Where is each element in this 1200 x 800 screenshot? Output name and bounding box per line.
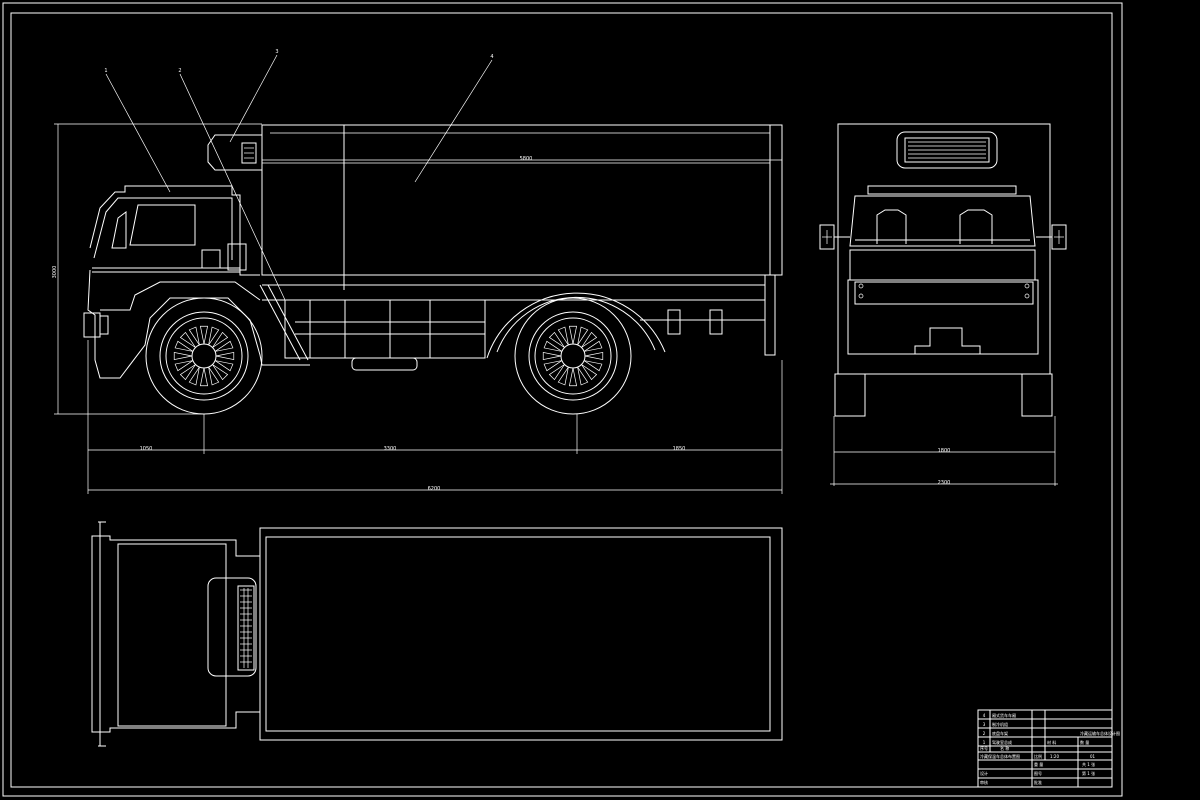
leader-line-1 (105, 73, 171, 193)
cab-side (89, 185, 260, 276)
wheel-spoke (214, 340, 234, 352)
sheet-no: 第 1 张 (1082, 770, 1095, 776)
wheel-spoke (199, 367, 209, 387)
wheel-spoke (581, 364, 598, 381)
wheel-spoke (543, 340, 563, 352)
wheel-spoke (583, 340, 603, 352)
drawing-code: 01 (1090, 754, 1096, 759)
dim-rear-overhang: 1850 (673, 446, 686, 452)
part-name-2: 底盘车架 (992, 730, 1008, 736)
school-label: 图号 (1034, 770, 1042, 776)
headlight (83, 312, 101, 338)
part-name-3: 制冷机组 (992, 721, 1008, 727)
balloon-2: 2 (178, 68, 181, 74)
wheel-spoke (199, 325, 209, 345)
leader-line-4 (414, 59, 493, 183)
cab-top (91, 535, 261, 733)
cargo-box-side (261, 124, 783, 276)
dim-front-overhang: 1050 (140, 446, 153, 452)
wheel-spoke (188, 366, 200, 386)
weight-label: 重 量 (1034, 761, 1043, 767)
wheel-spoke (208, 366, 220, 386)
qty-label: 数 量 (1080, 739, 1089, 745)
wheel-spoke (214, 360, 234, 372)
part-no-4: 4 (983, 713, 986, 718)
dim-track: 1800 (938, 448, 951, 454)
wheel-spoke (173, 351, 193, 361)
inner-border (10, 12, 1113, 788)
part-header-name: 名 称 (1000, 745, 1009, 751)
rear-box-outline (837, 123, 1051, 375)
outer-border (2, 2, 1123, 797)
wheel-spoke (584, 351, 604, 361)
side-view: 1 2 3 4 3000 5800 1050 3300 1850 6200 (52, 49, 783, 494)
drawing-name: 冷藏保温车总体布置图 (980, 753, 1020, 759)
sheet-label: 共 1 张 (1082, 761, 1095, 767)
fuel-tank (351, 357, 418, 371)
rear-tire-left (834, 373, 866, 417)
chassis-frame (284, 299, 486, 359)
cargo-box-top (259, 527, 783, 741)
part-name-4: 厢式货车车厢 (992, 712, 1016, 718)
wheel-spoke (581, 331, 598, 348)
top-view (91, 521, 783, 747)
scale-value: 1:20 (1050, 754, 1059, 759)
front-wheel (145, 297, 263, 415)
balloon-1: 1 (104, 68, 107, 74)
refrigeration-unit-top (207, 577, 257, 677)
wheel-spoke (542, 351, 562, 361)
rear-wheel (514, 297, 632, 415)
wheel-spoke (174, 340, 194, 352)
wheel-spoke (557, 366, 569, 386)
rear-wheel-arch (496, 296, 656, 353)
wheel-spoke (577, 326, 589, 346)
approver-label: 批准 (1034, 779, 1042, 785)
material-label: 材 料 (1047, 739, 1056, 745)
wheel-spoke (557, 326, 569, 346)
wheel-spoke (188, 326, 200, 346)
wheel-spoke (212, 331, 229, 348)
checker-label: 审核 (980, 779, 988, 785)
dim-overall-width: 2300 (938, 480, 951, 486)
designer-label: 设计 (980, 770, 988, 776)
part-name-1: 驾驶室总成 (992, 739, 1012, 745)
wheel-spoke (212, 364, 229, 381)
refrigeration-unit-side (207, 134, 263, 171)
rear-tire-right (1021, 373, 1053, 417)
part-no-3: 3 (983, 722, 986, 727)
wheel-spoke (215, 351, 235, 361)
wheel-spoke (568, 367, 578, 387)
leader-line-2 (179, 73, 286, 301)
refrigeration-unit-front (896, 131, 998, 169)
part-no-2: 2 (983, 731, 986, 736)
wheel-spoke (583, 360, 603, 372)
wheel-spoke (179, 364, 196, 381)
wheel-spoke (548, 331, 565, 348)
balloon-3: 3 (275, 49, 278, 55)
scale-label: 比例 (1034, 753, 1042, 759)
wheel-spoke (174, 360, 194, 372)
title-block: 4 厢式货车车厢 3 制冷机组 2 底盘车架 1 驾驶室总成 序号 名 称 冷藏… (977, 709, 1120, 788)
rear-hitch (914, 327, 981, 355)
wheel-spoke (179, 331, 196, 348)
dim-height-text: 3000 (52, 266, 58, 279)
rear-view: 1800 2300 (819, 123, 1067, 486)
cab-front (849, 195, 1036, 247)
drawing-title: 冷藏运输车总体设计图 (1080, 730, 1120, 736)
part-header-no: 序号 (980, 745, 988, 751)
wheel-spoke (543, 360, 563, 372)
wheel-spoke (568, 325, 578, 345)
dim-overall-length: 6200 (428, 486, 441, 492)
wheel-spoke (577, 366, 589, 386)
wheel-spoke (548, 364, 565, 381)
wheel-spoke (208, 326, 220, 346)
dim-body-length: 5800 (520, 156, 533, 162)
cab-window (129, 204, 196, 246)
part-no-1: 1 (983, 740, 986, 745)
dim-wheelbase: 3300 (384, 446, 397, 452)
leader-line-3 (229, 54, 278, 143)
balloon-4: 4 (490, 54, 493, 60)
